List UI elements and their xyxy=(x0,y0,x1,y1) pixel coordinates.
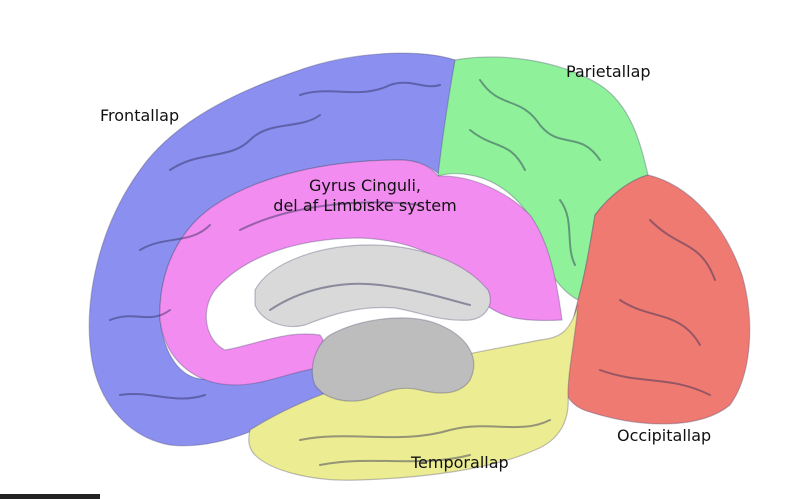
brainstem xyxy=(311,317,475,402)
frontal-lobe-label: Frontallap xyxy=(100,106,180,125)
sulcus-line xyxy=(619,299,701,346)
sulcus-line xyxy=(299,419,551,441)
occipital-lobe-label: Occipitallap xyxy=(617,426,712,445)
sulcus-line xyxy=(559,199,576,266)
sulcus-line xyxy=(169,114,321,171)
corpus-callosum xyxy=(254,244,491,327)
cingulate-gyrus-label: Gyrus Cinguli, del af Limbiske system xyxy=(270,176,460,216)
sulcus-line xyxy=(599,369,711,396)
sulcus-line xyxy=(139,224,211,251)
cingulate-label-line-1: Gyrus Cinguli, xyxy=(308,176,422,195)
occipital-lobe-region xyxy=(564,174,751,425)
sulcus-line xyxy=(469,129,526,171)
cingulate-label-line-2: del af Limbiske system xyxy=(273,196,457,215)
sulcus-line xyxy=(479,79,601,161)
sulcus-line xyxy=(239,201,421,231)
sulci-lines xyxy=(109,79,716,466)
temporal-lobe-label: Temporallap xyxy=(411,453,509,472)
corner-bar xyxy=(0,494,100,499)
sulcus-line xyxy=(649,219,716,281)
sulcus-line xyxy=(319,454,471,466)
parietal-lobe-label: Parietallap xyxy=(566,62,651,81)
cingulate-gyrus-region xyxy=(159,159,563,386)
sulcus-line xyxy=(119,393,206,400)
sulcus-line xyxy=(109,309,171,321)
sulcus-line xyxy=(299,81,441,96)
sulcus-line xyxy=(269,282,471,311)
